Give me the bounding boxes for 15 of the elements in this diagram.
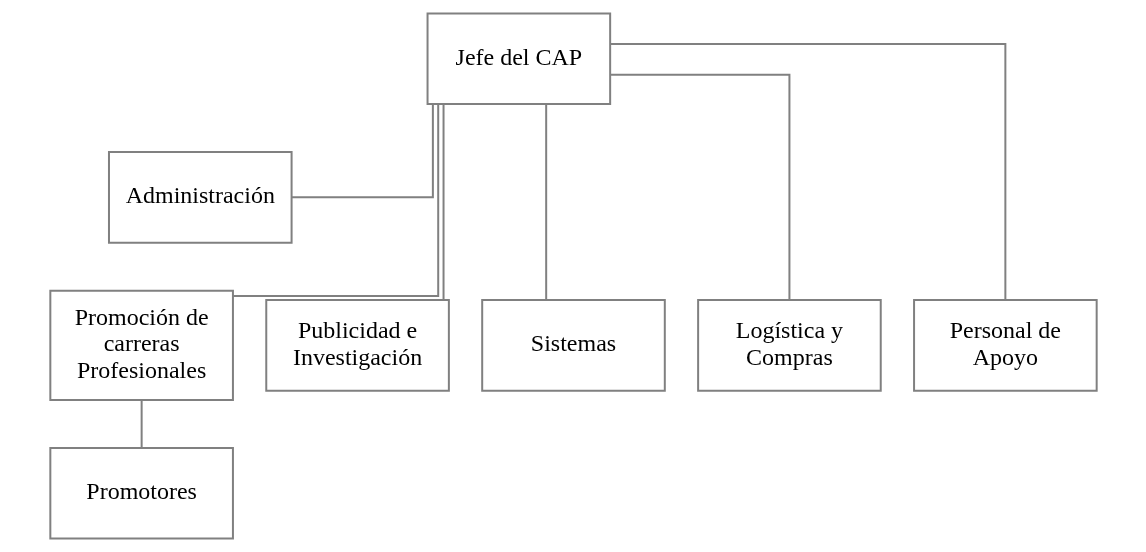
- node-box: Publicidad e Investigación: [264, 299, 450, 392]
- node-box: Jefe del CAP: [426, 12, 611, 106]
- node-box: Sistemas: [480, 299, 666, 392]
- node-box: Promotores: [48, 446, 234, 540]
- node-box: Promoción de carreras Profesionales: [48, 289, 234, 401]
- node-box: Administración: [107, 151, 293, 244]
- connector: [140, 399, 143, 449]
- node-box: Logística y Compras: [696, 299, 882, 392]
- connector: [608, 43, 1006, 301]
- connector: [290, 103, 434, 199]
- connector: [231, 103, 439, 297]
- connector: [544, 103, 547, 301]
- connector: [442, 103, 445, 301]
- connector: [608, 73, 790, 301]
- node-box: Personal de Apoyo: [912, 299, 1098, 392]
